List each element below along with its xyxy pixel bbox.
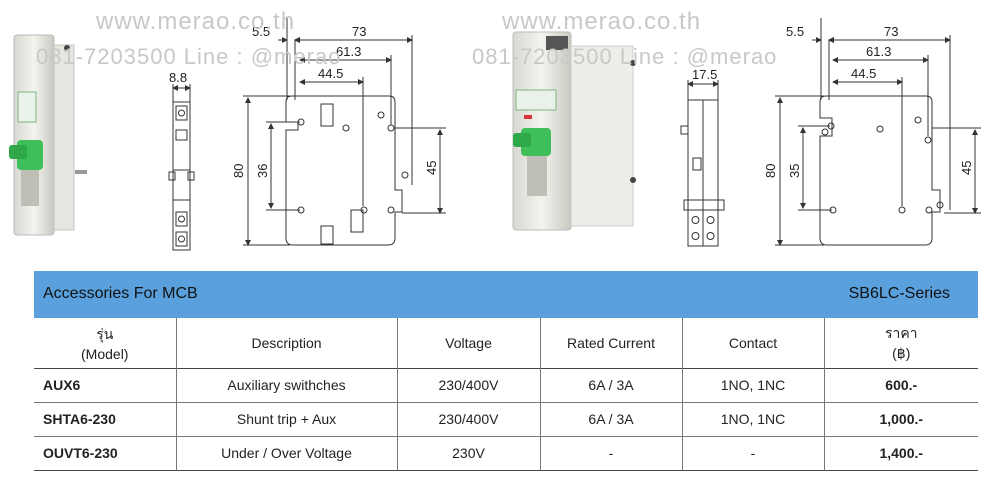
cell-model: OUVT6-230 xyxy=(43,445,118,461)
side-width-label-2: 17.5 xyxy=(692,67,717,82)
watermark-contact-right: 081-7203500 Line : @merao xyxy=(472,44,778,69)
header-price: ราคา (฿) xyxy=(823,318,978,368)
cell-model: SHTA6-230 xyxy=(43,411,116,427)
watermark-url-left: www.merao.co.th xyxy=(96,8,296,35)
product-photo-aux6 xyxy=(9,34,87,236)
table-row: SHTA6-230 Shunt trip + Aux 230/400V 6A /… xyxy=(34,402,978,436)
cell-contact: - xyxy=(681,436,824,470)
header-description: Description xyxy=(175,318,397,368)
front-view-ouvt6 xyxy=(775,18,981,246)
header-model-th: รุ่น xyxy=(96,325,114,342)
cell-description: Under / Over Voltage xyxy=(175,436,397,470)
dim-45-label-1: 45 xyxy=(424,161,439,175)
dim-80-label-1: 80 xyxy=(231,164,246,178)
cell-price: 600.- xyxy=(823,368,978,402)
cell-price: 1,400.- xyxy=(823,436,978,470)
table-header-row: รุ่น (Model) Description Voltage Rated C… xyxy=(34,318,978,368)
product-photo-ouvt6 xyxy=(512,31,636,231)
accessories-table: รุ่น (Model) Description Voltage Rated C… xyxy=(34,318,978,471)
table-row: OUVT6-230 Under / Over Voltage 230V - - … xyxy=(34,436,978,470)
header-contact: Contact xyxy=(681,318,824,368)
cell-current: 6A / 3A xyxy=(539,368,682,402)
dim-61-3-label-1: 61.3 xyxy=(336,44,361,59)
product-drawings: 8.8 5.5 73 61. xyxy=(9,18,981,251)
watermark-url-right: www.merao.co.th xyxy=(502,8,702,35)
cell-current: - xyxy=(539,436,682,470)
dim-5-5-label-2: 5.5 xyxy=(786,24,804,39)
dim-73-label-1: 73 xyxy=(352,24,366,39)
header-voltage: Voltage xyxy=(396,318,540,368)
banner-title: Accessories For MCB xyxy=(43,285,198,302)
watermark-contact-left: 081-7203500 Line : @merao xyxy=(36,44,342,69)
header-model-en: (Model) xyxy=(81,345,129,362)
cell-current: 6A / 3A xyxy=(539,402,682,436)
dim-44-5-label-2: 44.5 xyxy=(851,66,876,81)
section-banner: Accessories For MCB SB6LC-Series xyxy=(34,271,978,318)
dim-45-label-2: 45 xyxy=(959,161,974,175)
cell-voltage: 230/400V xyxy=(396,368,540,402)
header-model: รุ่น (Model) xyxy=(34,318,176,368)
dim-36-label-1: 36 xyxy=(255,164,270,178)
side-view-aux6 xyxy=(168,84,195,251)
side-view-ouvt6 xyxy=(680,80,725,247)
cell-contact: 1NO, 1NC xyxy=(681,368,824,402)
dim-35-label-2: 35 xyxy=(787,164,802,178)
dim-5-5-label-1: 5.5 xyxy=(252,24,270,39)
dim-73-label-2: 73 xyxy=(884,24,898,39)
side-width-label-1: 8.8 xyxy=(169,70,187,85)
cell-contact: 1NO, 1NC xyxy=(681,402,824,436)
header-price-unit: (฿) xyxy=(892,345,911,362)
dim-80-label-2: 80 xyxy=(763,164,778,178)
dim-61-3-label-2: 61.3 xyxy=(866,44,891,59)
dim-44-5-label-1: 44.5 xyxy=(318,66,343,81)
cell-model: AUX6 xyxy=(43,377,81,393)
header-price-th: ราคา xyxy=(884,325,918,342)
table-row: AUX6 Auxiliary swithches 230/400V 6A / 3… xyxy=(34,368,978,402)
cell-description: Auxiliary swithches xyxy=(175,368,397,402)
cell-description: Shunt trip + Aux xyxy=(175,402,397,436)
cell-voltage: 230/400V xyxy=(396,402,540,436)
front-view-aux6 xyxy=(243,18,446,246)
cell-voltage: 230V xyxy=(396,436,540,470)
banner-series: SB6LC-Series xyxy=(848,285,950,302)
cell-price: 1,000.- xyxy=(823,402,978,436)
header-rated-current: Rated Current xyxy=(539,318,682,368)
